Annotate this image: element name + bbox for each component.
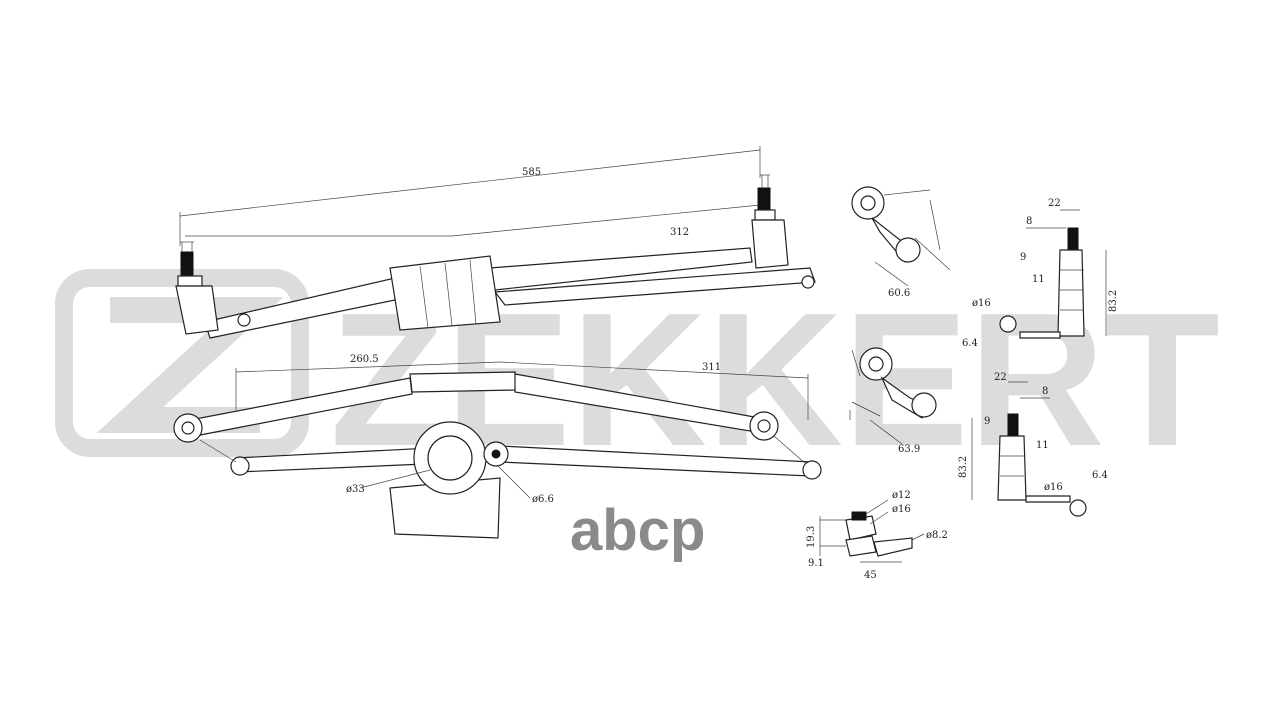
dim-45: 45: [864, 570, 877, 581]
dim-8-bottom: 8: [1042, 386, 1048, 397]
dim-22-bottom: 22: [994, 372, 1007, 383]
dim-8-top: 8: [1026, 216, 1032, 227]
joint-detail: 19.3 9.1 45 ø12 ø16 ø8.2: [806, 490, 948, 581]
dim-6-4-bottom: 6.4: [1092, 470, 1108, 481]
crank-detail-lower: 63.9: [849, 347, 937, 455]
dim-line-311: [499, 361, 809, 379]
upper-right-joint: [801, 275, 815, 289]
dim-11-top: 11: [1032, 274, 1045, 285]
lower-center-bar: [409, 371, 517, 393]
dim-9-bottom: 9: [984, 416, 990, 427]
right-pivot-upper: [751, 174, 789, 269]
dim-11-bottom: 11: [1036, 440, 1049, 451]
dim-d33: ø33: [346, 484, 365, 495]
ball-joint-detail-bottom: 22 8 9 11 83.2 ø16 6.4: [958, 372, 1108, 517]
dim-63-9: 63.9: [898, 444, 920, 455]
dim-83-2-top: 83.2: [1108, 290, 1119, 312]
dim-9-1: 9.1: [808, 558, 824, 569]
dim-585: 585: [522, 167, 541, 178]
dim-d16-joint: ø16: [892, 504, 911, 515]
lower-linkage-assembly: 260.5 311 ø33 ø6.6: [173, 354, 822, 539]
dim-d12: ø12: [892, 490, 911, 501]
dim-d6-6: ø6.6: [532, 494, 554, 505]
left-pivot-upper: [175, 241, 219, 335]
ball-joint-detail-top: 22 8 9 11 83.2 ø16 6.4: [962, 198, 1119, 349]
upper-lower-rail: [493, 267, 816, 306]
dim-d16-bottom: ø16: [1044, 482, 1063, 493]
abcp-watermark: abcp: [570, 498, 705, 563]
dim-60-6: 60.6: [888, 288, 910, 299]
dim-22-top: 22: [1048, 198, 1061, 209]
crank-detail-upper: 60.6: [851, 186, 951, 299]
dim-311: 311: [702, 362, 721, 373]
dim-312: 312: [670, 227, 689, 238]
dim-line-585: [179, 149, 761, 217]
upper-linkage-assembly: 585 312: [175, 146, 816, 339]
dim-line-260: [235, 361, 501, 373]
dim-19-3: 19.3: [806, 526, 817, 548]
dim-9-top: 9: [1020, 252, 1026, 263]
dim-d16-top: ø16: [972, 298, 991, 309]
motor-bracket: [389, 255, 501, 331]
dim-83-2-bottom: 83.2: [958, 456, 969, 478]
dim-line-312b: [451, 204, 761, 237]
dim-d8-2: ø8.2: [926, 530, 948, 541]
motor-hub-inner: [427, 435, 473, 481]
dim-6-4-top: 6.4: [962, 338, 978, 349]
upper-link-joint: [237, 313, 251, 327]
dim-260-5: 260.5: [350, 354, 379, 365]
